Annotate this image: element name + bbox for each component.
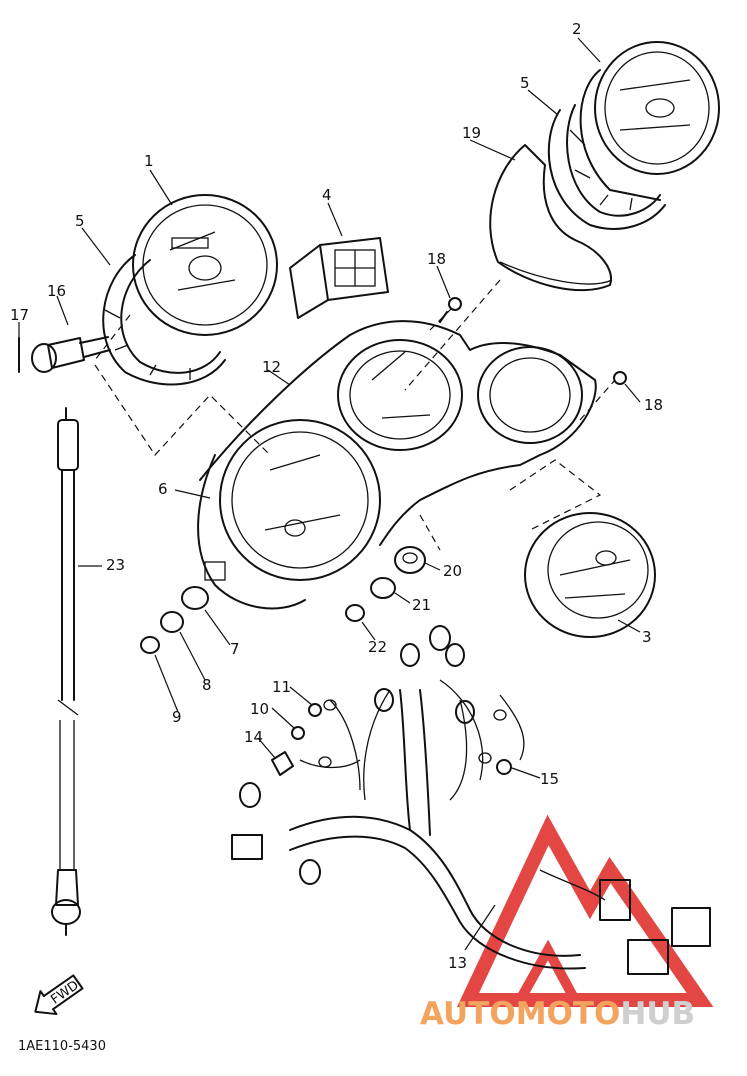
watermark-part2: HUB [620,996,695,1032]
forward-arrow-icon: FWD [34,974,84,1016]
callout-17: 17 [10,306,29,324]
speedometer-cable [51,407,81,936]
speedometer-gauge [132,194,278,336]
callout-6: 6 [158,480,168,498]
callout-20: 20 [443,562,462,580]
wiring-harness [231,625,711,975]
gauge-cover-boot [489,144,613,292]
watermark-text: AUTOMOTOHUB [420,996,695,1032]
callout-13: 13 [448,954,467,972]
callout-21: 21 [412,596,431,614]
callout-18-top: 18 [427,250,446,268]
small-fasteners [271,297,627,776]
instrument-bracket [199,320,597,546]
callout-18-right: 18 [644,396,663,414]
indicator-light-unit [289,237,389,319]
watermark-part1: AUTOMOTO [420,996,620,1032]
callout-10: 10 [250,700,269,718]
assembly-lines [94,279,616,551]
callout-4: 4 [322,186,332,204]
callout-11: 11 [272,678,291,696]
callout-12: 12 [262,358,281,376]
callout-8: 8 [202,676,212,694]
callout-23: 23 [106,556,125,574]
callout-19: 19 [462,124,481,142]
tachometer-gauge [579,41,720,201]
callout-7: 7 [230,640,240,658]
callout-2: 2 [572,20,582,38]
callout-numbers: 1 2 3 4 5 5 6 7 8 9 10 11 12 13 14 15 16… [10,20,663,972]
lower-housing [197,419,381,610]
callout-1: 1 [144,152,154,170]
callout-15: 15 [540,770,559,788]
grommets [140,546,426,654]
callout-22: 22 [368,638,387,656]
callout-16: 16 [47,282,66,300]
gauge-case-right [547,104,666,230]
callout-5-left: 5 [75,212,85,230]
small-gauge [524,512,656,638]
part-code: 1AE110-5430 [18,1039,106,1054]
gauge-case-left [102,254,226,386]
callout-5-right: 5 [520,74,530,92]
callout-14: 14 [244,728,263,746]
leader-lines [18,37,641,951]
callout-9: 9 [172,708,182,726]
callout-3: 3 [642,628,652,646]
reset-knob [18,336,111,373]
